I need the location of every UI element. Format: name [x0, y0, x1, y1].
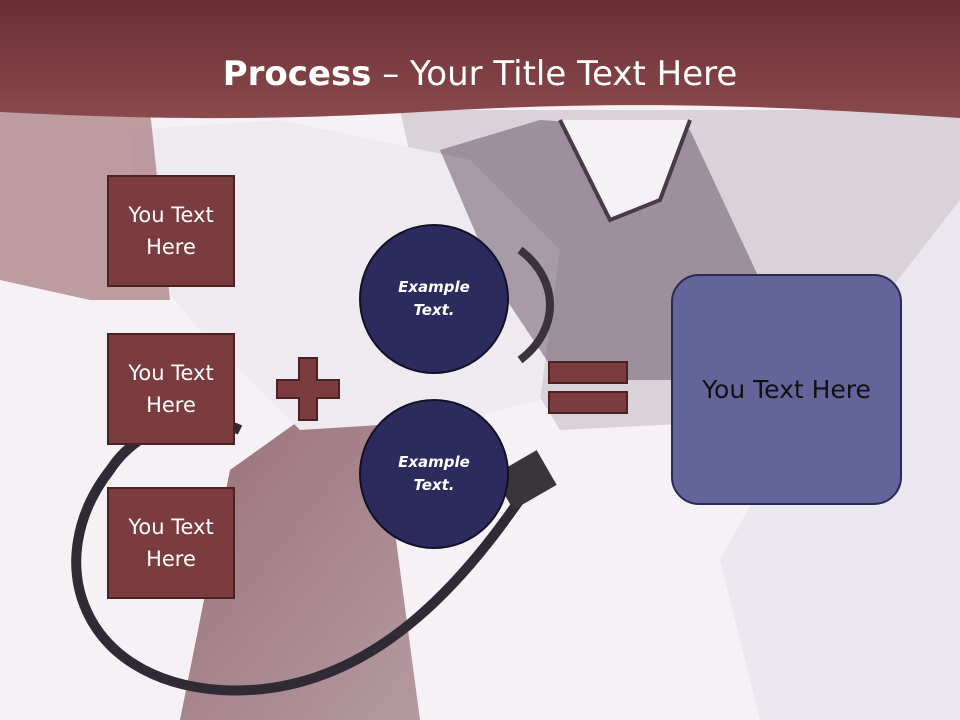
example-circle-2-line2: Text. — [413, 476, 455, 494]
equals-icon — [548, 361, 628, 414]
text-box-3-line2: Here — [146, 547, 196, 571]
example-circle-1-line2: Text. — [413, 301, 455, 319]
text-box-1-line2: Here — [146, 235, 196, 259]
example-circle-1-line1: Example — [398, 278, 470, 296]
example-circle-2-line1: Example — [398, 453, 470, 471]
result-box[interactable]: You Text Here — [671, 274, 902, 505]
title-rest-text: – Your Title Text Here — [371, 54, 738, 94]
example-circle-2[interactable]: Example Text. — [359, 399, 509, 549]
example-circle-1[interactable]: Example Text. — [359, 224, 509, 374]
text-box-1[interactable]: You Text Here — [107, 175, 235, 287]
plus-icon — [276, 357, 340, 421]
text-box-2-line1: You Text — [128, 361, 214, 385]
title-bold-text: Process — [222, 54, 372, 94]
text-box-3[interactable]: You Text Here — [107, 487, 235, 599]
text-box-2-line2: Here — [146, 393, 196, 417]
text-box-1-line1: You Text — [128, 203, 214, 227]
text-box-2[interactable]: You Text Here — [107, 333, 235, 445]
slide-title: Process – Your Title Text Here — [0, 52, 960, 96]
text-box-3-line1: You Text — [128, 515, 214, 539]
result-text: You Text Here — [702, 375, 871, 404]
